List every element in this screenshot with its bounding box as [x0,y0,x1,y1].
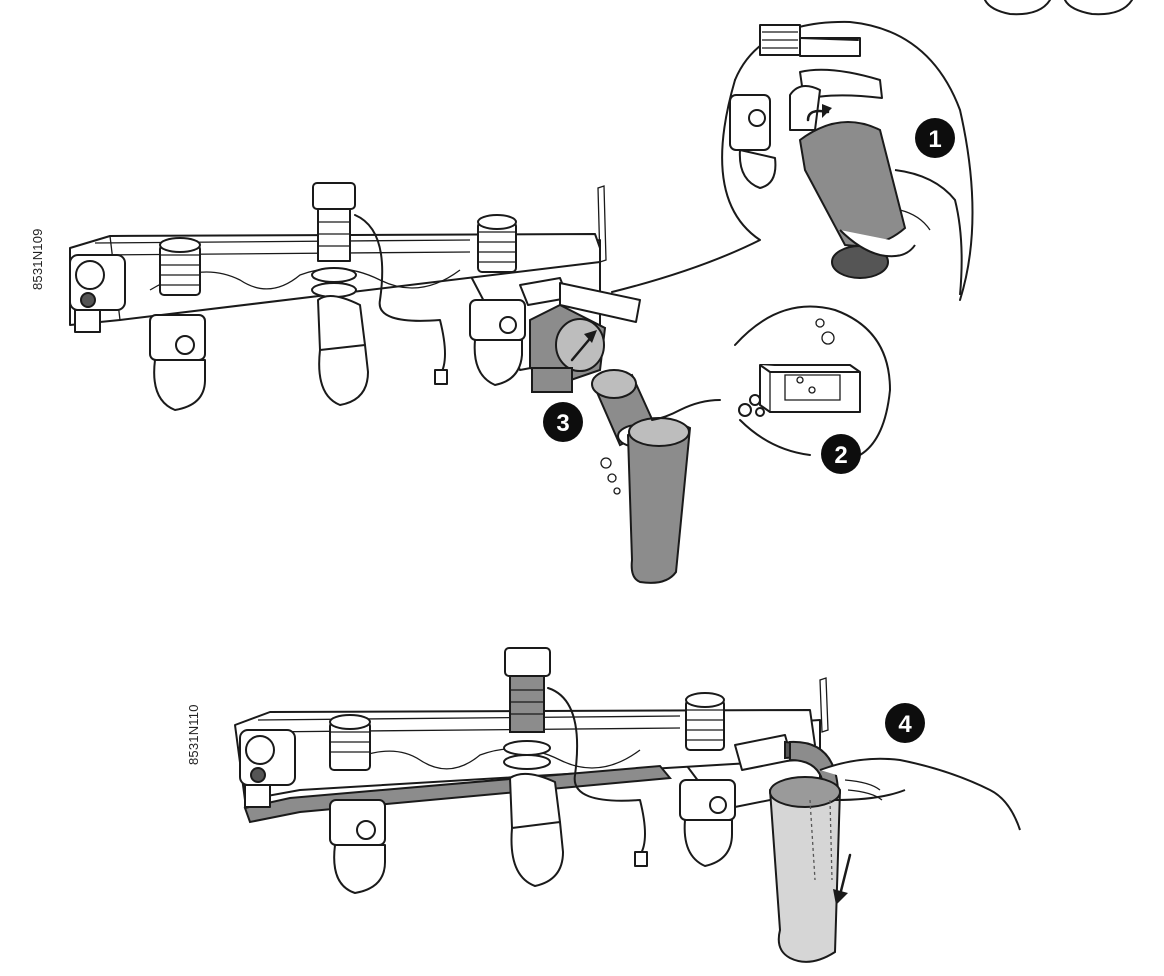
svg-text:4: 4 [898,711,912,738]
top-filter-housing [529,303,607,393]
top-cleaning-cup [600,417,692,584]
step-marker-2: 2 [821,434,861,474]
step-marker-3: 3 [543,402,583,442]
step-marker-4: 4 [885,703,925,743]
svg-text:2: 2 [834,442,847,469]
detail-bubble-cleaning-tablet [651,305,891,456]
svg-text:3: 3 [556,410,569,437]
bottom-drain-container [768,740,1021,963]
step-marker-1: 1 [915,118,955,158]
svg-text:1: 1 [928,126,941,153]
top-manifold [69,182,641,411]
detail-bubble-top-right [611,20,974,301]
top-corner-circles [984,0,1133,16]
bottom-manifold [234,647,829,894]
